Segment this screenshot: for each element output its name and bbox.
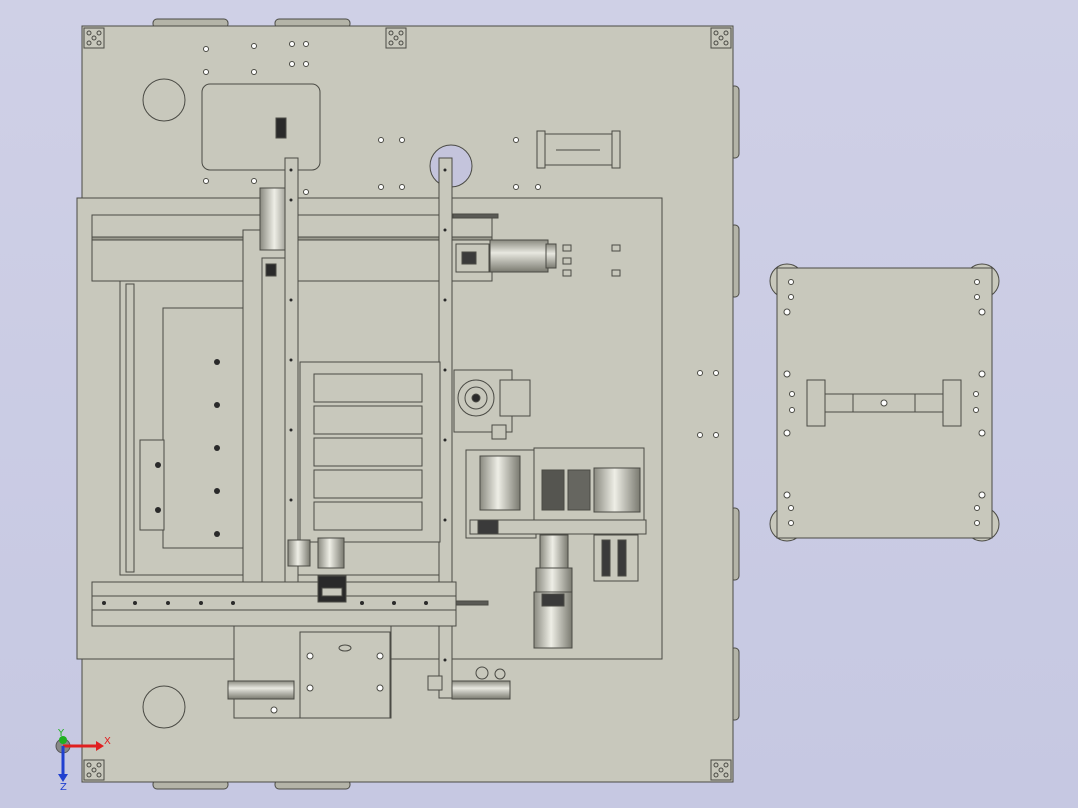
bottom-rail-holes [102, 601, 428, 605]
cylinder-lower-right[interactable] [451, 680, 511, 700]
servo-motor-top[interactable] [489, 239, 549, 273]
y-axis-label: Y [57, 728, 65, 739]
lower-plate-holes [270, 652, 384, 714]
bottom-linear-rail [91, 595, 457, 611]
left-platen[interactable] [162, 307, 249, 549]
secondary-slot-right [942, 379, 962, 427]
connector-block [275, 117, 287, 139]
fitting-2 [494, 668, 506, 680]
x-axis-arrowhead [96, 741, 104, 751]
rotary-coupling [491, 424, 507, 440]
spring-assembly [593, 534, 639, 582]
z-axis-label: Z [60, 782, 67, 793]
corner-bracket-tr [710, 27, 732, 49]
tray-slot-3[interactable] [313, 437, 423, 467]
top-plate[interactable] [201, 83, 321, 171]
servo-end-cap [545, 243, 557, 269]
z-axis-arrowhead [58, 774, 68, 782]
spring-1 [601, 539, 611, 577]
mount-hole-bottom [142, 685, 186, 729]
fasteners-right [562, 244, 621, 277]
rotary-hub [471, 393, 481, 403]
platen-holes [155, 359, 220, 537]
tray-slot-5[interactable] [313, 501, 423, 531]
z-motor-gear [535, 567, 573, 595]
secondary-assembly[interactable] [769, 263, 1000, 542]
corner-bracket-tl [83, 27, 105, 49]
secondary-holes [783, 279, 986, 526]
lower-slot [338, 644, 352, 652]
tray-slot-2[interactable] [313, 405, 423, 435]
module-base [469, 519, 647, 535]
cylinder-lower-left[interactable] [227, 680, 295, 700]
valve-body-2 [567, 469, 591, 511]
small-motor-2 [317, 537, 345, 569]
corner-bracket-bl [83, 759, 105, 781]
spring-2 [617, 539, 627, 577]
axis-triad: X Y Z [55, 728, 111, 793]
base-holes [203, 41, 719, 438]
cylinder-clamp-right [427, 675, 443, 691]
rail-stopper [265, 263, 277, 277]
tray-slot-1[interactable] [313, 373, 423, 403]
tray-slot-4[interactable] [313, 469, 423, 499]
y-axis-dot [59, 736, 67, 744]
top-right-bracket[interactable] [536, 130, 621, 169]
control-box-label [321, 587, 343, 597]
valve-body-1 [541, 469, 565, 511]
clamp-block [139, 439, 165, 531]
rotary-mount [499, 379, 531, 417]
main-assembly[interactable] [76, 18, 740, 790]
motor-connector [461, 251, 477, 265]
bottom-rod [455, 600, 489, 606]
mount-hole-top [142, 78, 186, 122]
corner-bracket-tm [385, 27, 407, 49]
dispense-cylinder[interactable] [479, 455, 521, 511]
x-axis-label: X [104, 736, 111, 747]
cable-rod [452, 213, 499, 219]
fitting-1 [475, 666, 489, 680]
secondary-slot-left [806, 379, 826, 427]
valve-body-3 [593, 467, 641, 513]
corner-bracket-br [710, 759, 732, 781]
small-motor-1 [287, 539, 311, 567]
left-rail [125, 283, 135, 573]
module-connector [477, 519, 499, 535]
z-servo-encoder [541, 593, 565, 607]
